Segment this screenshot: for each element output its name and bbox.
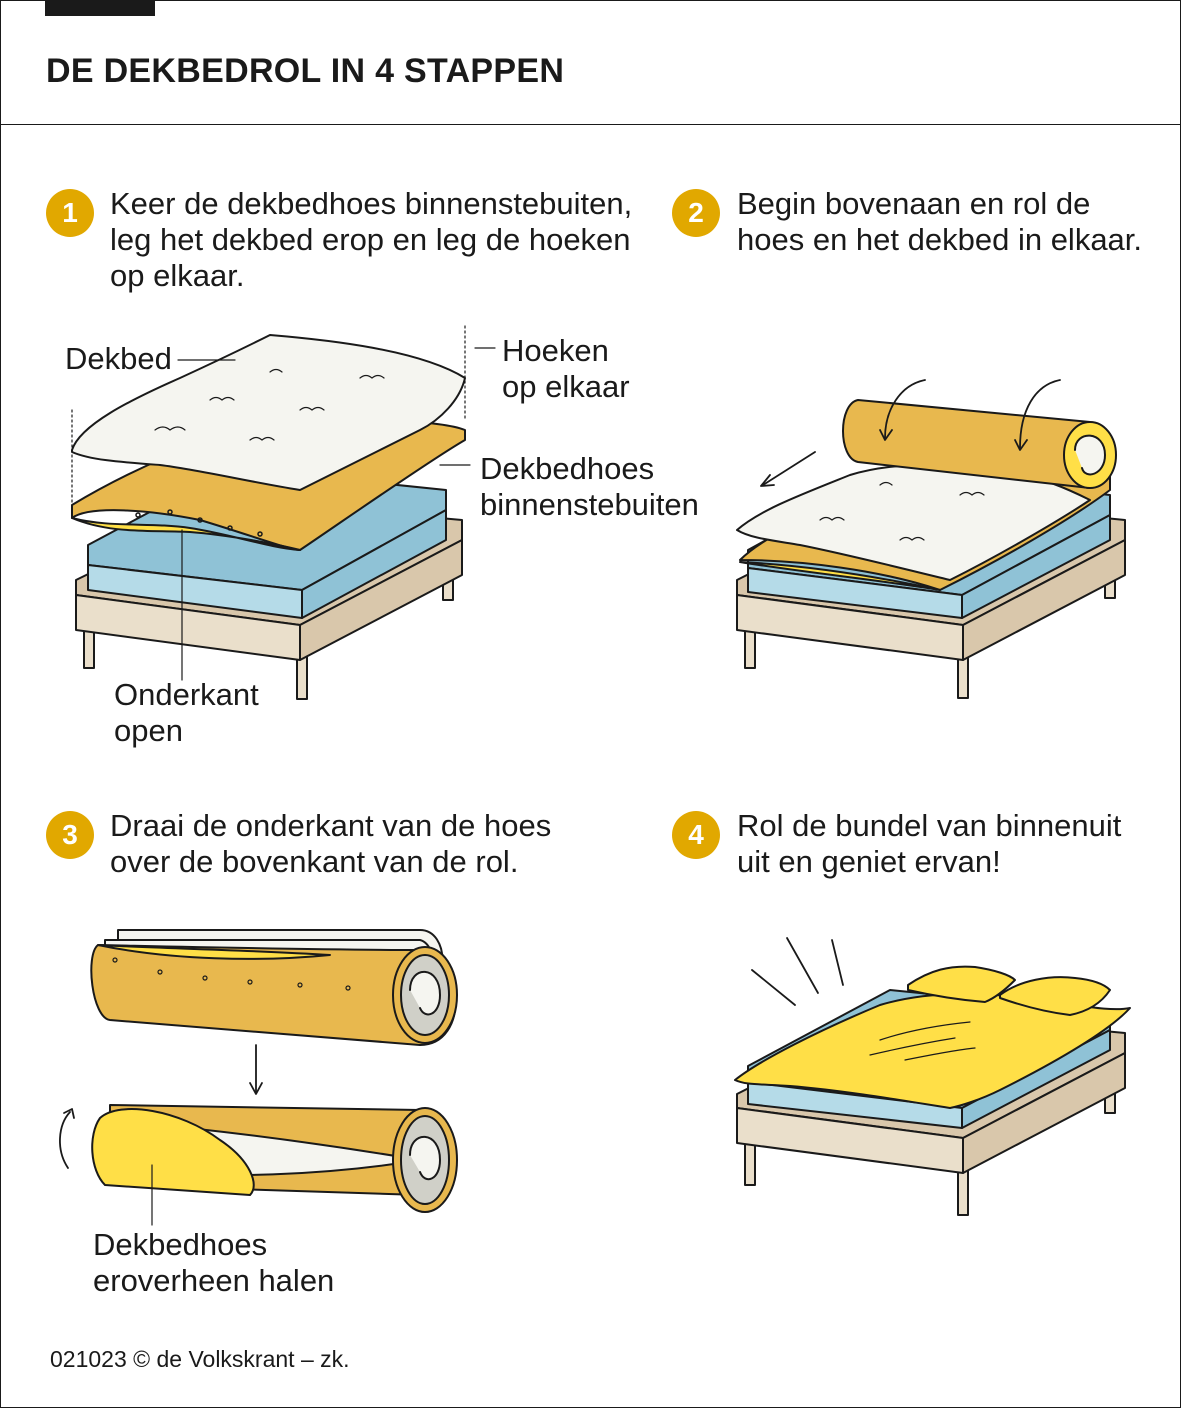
label-dekbedhoes-binnenstebuiten: Dekbedhoes binnenstebuiten [480,451,699,523]
step-1-illustration [71,325,496,700]
step-3-illustration [59,929,458,1226]
duvet-icon [736,464,1091,581]
step-3-text: Draai de onderkant van de hoes over de b… [110,808,551,880]
step-1-leader-lines [71,325,496,681]
finished-duvet-icon [734,992,1131,1109]
top-accent-bar [45,0,155,16]
rolled-duvet-icon [842,399,1117,489]
step-1-line-3: op elkaar. [110,258,245,293]
label-eroverheen-halen: Dekbedhoes eroverheen halen [93,1227,334,1299]
step-2-badge: 2 [672,189,720,237]
step-1-line-2: leg het dekbed erop en leg de hoeken [110,222,631,257]
label-eroverheen-line-2: eroverheen halen [93,1263,335,1298]
step-2-illustration [736,379,1126,699]
step-1-line-1: Keer de dekbedhoes binnenstebuiten, [110,186,633,221]
duvet-icon [71,334,466,491]
label-dekbed: Dekbed [65,341,172,376]
label-hoeken-line-1: Hoeken [502,333,609,368]
page-title: DE DEKBEDROL IN 4 STAPPEN [46,52,565,90]
step-4-badge: 4 [672,811,720,859]
step-3-line-1: Draai de onderkant van de hoes [110,808,552,843]
label-hoeken: Hoeken op elkaar [502,333,630,405]
credit-line: 021023 © de Volkskrant – zk. [50,1346,350,1372]
rotate-arrow-icon [59,1108,75,1169]
step-2-line-1: Begin bovenaan en rol de [737,186,1091,221]
roll-before-icon [90,929,458,1046]
step-4-line-2: uit en geniet ervan! [737,844,1001,879]
step-2-text: Begin bovenaan en rol de hoes en het dek… [737,186,1142,258]
label-dekbedhoes-line-2: binnenstebuiten [480,487,699,522]
step-3-badge: 3 [46,811,94,859]
step-4-line-1: Rol de bundel van binnenuit [737,808,1122,843]
label-eroverheen-line-1: Dekbedhoes [93,1227,268,1262]
shine-lines-icon [751,937,844,1006]
label-dekbedhoes-line-1: Dekbedhoes [480,451,655,486]
roll-after-icon [91,1104,458,1213]
pillow-icon [907,965,1111,1016]
label-onderkant-line-2: open [114,713,183,748]
step-4-illustration [734,937,1131,1216]
step-1-badge: 1 [46,189,94,237]
step-4-text: Rol de bundel van binnenuit uit en genie… [737,808,1121,880]
label-onderkant-open: Onderkant open [114,677,259,749]
label-hoeken-line-2: op elkaar [502,369,630,404]
step-1-text: Keer de dekbedhoes binnenstebuiten, leg … [110,186,632,294]
step-3-line-2: over de bovenkant van de rol. [110,844,519,879]
title-divider [0,124,1181,125]
roll-arrows-icon [760,379,1061,487]
step-2-line-2: hoes en het dekbed in elkaar. [737,222,1143,257]
label-onderkant-line-1: Onderkant [114,677,259,712]
down-arrow-icon [249,1044,263,1095]
